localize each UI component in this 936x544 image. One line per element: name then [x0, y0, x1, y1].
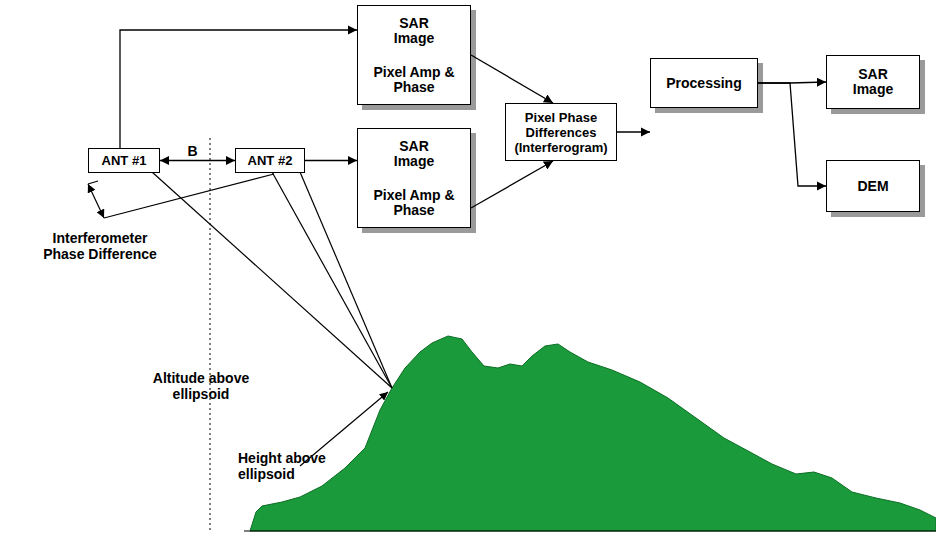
flow-arrow	[758, 83, 826, 186]
flow-arrow	[471, 55, 553, 103]
nadir-dashed-line	[210, 138, 211, 531]
flow-arrow	[305, 160, 357, 161]
annotation-label: Height above ellipsoid	[238, 450, 360, 482]
flow-arrow	[471, 161, 553, 208]
box-title: Processing	[666, 76, 741, 91]
box-body: Pixel Amp & Phase	[369, 65, 459, 95]
annotation-label: Altitude above ellipsoid	[140, 370, 262, 402]
flow-arrow	[120, 30, 357, 148]
box-title: SAR Image	[847, 67, 899, 97]
process-box: ANT #2	[235, 148, 305, 173]
process-box: SAR Image	[826, 55, 920, 109]
box-title: ANT #2	[248, 153, 293, 168]
process-box: Pixel Phase Differences (Interferogram)	[505, 103, 617, 161]
annotation-label: Interferometer Phase Difference	[30, 230, 170, 262]
box-title: SAR Image	[388, 139, 440, 169]
flow-arrow	[758, 82, 826, 83]
box-title: SAR Image	[388, 16, 440, 46]
box-title: Pixel Phase Differences (Interferogram)	[507, 110, 615, 155]
ground-line	[244, 531, 936, 532]
phase-difference-bracket	[88, 184, 104, 218]
box-title: ANT #1	[102, 153, 147, 168]
process-box: SAR ImagePixel Amp & Phase	[357, 5, 471, 105]
process-box: Processing	[650, 58, 758, 108]
phase-difference-bracket	[88, 181, 98, 184]
process-box: SAR ImagePixel Amp & Phase	[357, 128, 471, 228]
phase-difference-bracket	[104, 174, 274, 218]
terrain-mountain	[250, 336, 936, 531]
flow-arrow	[617, 131, 650, 132]
box-body: Pixel Amp & Phase	[369, 188, 459, 218]
edge-label: B	[187, 143, 197, 159]
box-title: DEM	[857, 179, 888, 194]
baseline-arrow	[160, 160, 235, 161]
process-box: ANT #1	[88, 148, 160, 173]
slant-range-line	[152, 172, 392, 388]
process-box: DEM	[826, 160, 920, 212]
